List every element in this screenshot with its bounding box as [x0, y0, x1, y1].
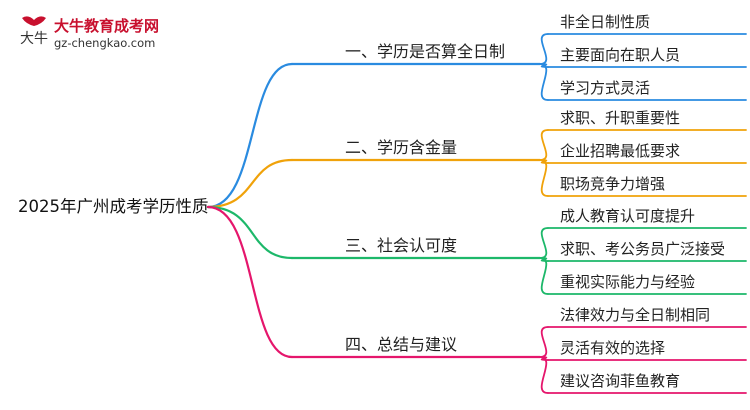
branch-leaf-connector	[539, 257, 549, 295]
branch-leaf-connector	[539, 326, 549, 358]
root-branch-connector	[206, 205, 294, 359]
branch-label: 三、社会认可度	[345, 236, 458, 255]
branch-label: 二、学历含金量	[345, 138, 458, 157]
branch-leaf-connector	[539, 159, 549, 197]
leaf-label: 灵活有效的选择	[560, 339, 666, 357]
logo-name: 大牛教育成考网	[54, 17, 160, 35]
branch-leaf-connector	[539, 63, 549, 101]
leaf-label: 企业招聘最低要求	[560, 142, 681, 160]
leaf-label: 法律效力与全日制相同	[560, 306, 711, 324]
root-branch-connector	[206, 205, 294, 260]
branch-label: 四、总结与建议	[345, 335, 458, 354]
bull-logo-icon: 大牛	[20, 16, 48, 47]
root-branch-connector	[206, 158, 294, 209]
svg-text:大牛: 大牛	[20, 31, 48, 47]
leaf-label: 成人教育认可度提升	[560, 207, 696, 225]
leaf-label: 建议咨询菲鱼教育	[560, 372, 681, 390]
branch-leaf-connector	[539, 227, 549, 259]
root-branch-connector	[206, 62, 294, 209]
logo-domain: gz-chengkao.com	[54, 36, 156, 50]
branch-leaf-connector	[539, 33, 549, 65]
branch-label: 一、学历是否算全日制	[345, 42, 506, 61]
leaf-label: 主要面向在职人员	[560, 46, 681, 64]
leaf-label: 求职、考公务员广泛接受	[560, 240, 726, 258]
site-logo: 大牛 大牛教育成考网 gz-chengkao.com	[18, 14, 258, 54]
mindmap-root: 2025年广州成考学历性质	[18, 197, 209, 216]
leaf-label: 学习方式灵活	[560, 79, 651, 97]
leaf-label: 职场竞争力增强	[560, 175, 666, 193]
leaf-label: 非全日制性质	[560, 13, 651, 31]
leaf-label: 重视实际能力与经验	[560, 273, 696, 291]
branch-leaf-connector	[539, 129, 549, 161]
leaf-label: 求职、升职重要性	[560, 109, 681, 127]
branch-leaf-connector	[539, 356, 549, 394]
